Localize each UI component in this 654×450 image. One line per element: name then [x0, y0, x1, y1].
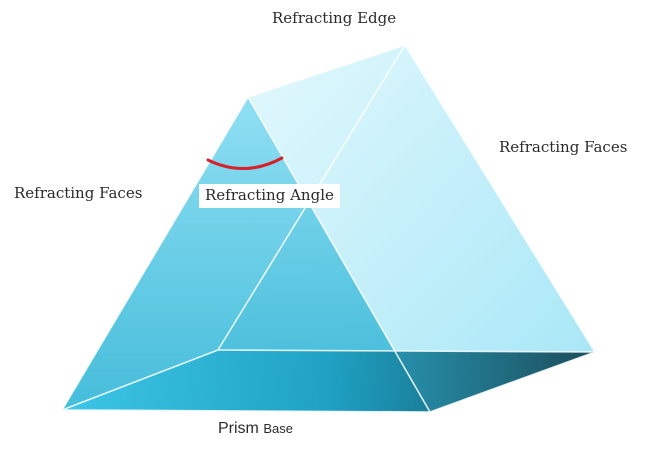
label-refracting-edge: Refracting Edge	[272, 9, 397, 27]
refracting-angle-arc	[206, 156, 284, 170]
label-refracting-angle: Refracting Angle	[199, 184, 340, 208]
prism-right-face	[248, 45, 595, 412]
prism-base	[62, 350, 595, 412]
label-refracting-faces-left: Refracting Faces	[14, 184, 143, 202]
label-refracting-faces-right: Refracting Faces	[499, 138, 628, 156]
label-base-word: Base	[263, 421, 293, 436]
label-prism-base: Prism Base	[218, 420, 293, 438]
label-prism-word: Prism	[218, 420, 259, 437]
prism-left-face	[62, 97, 430, 412]
